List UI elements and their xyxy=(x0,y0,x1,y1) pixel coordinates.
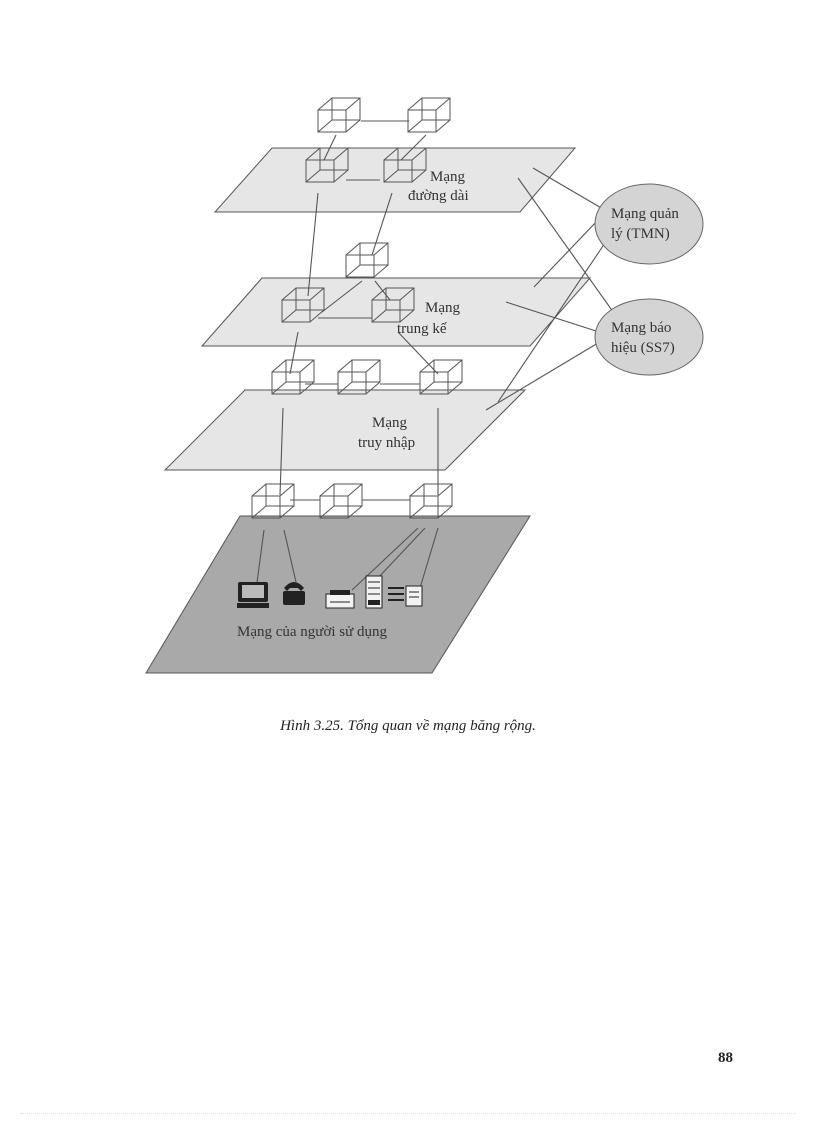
side-network-links xyxy=(485,167,617,411)
network-node xyxy=(383,147,427,183)
signaling-network-ellipse xyxy=(594,298,704,376)
signaling-label-line1: Mạng báo xyxy=(611,320,671,336)
network-nodes xyxy=(251,97,463,519)
network-node xyxy=(305,147,349,183)
trunk-label-line1: Mạng xyxy=(425,300,460,316)
broadband-network-diagram: Mạng đường dài Mạng trung kế Mạng truy n… xyxy=(145,97,704,674)
access-label-line1: Mạng xyxy=(372,415,407,431)
computer-icon xyxy=(237,582,269,608)
page-number: 88 xyxy=(718,1050,733,1066)
document-icon xyxy=(388,585,423,607)
management-network-ellipse xyxy=(594,183,704,265)
long-distance-label-line1: Mạng xyxy=(430,169,465,185)
signaling-label-line2: hiệu (SS7) xyxy=(611,340,675,356)
management-label-line2: lý (TMN) xyxy=(611,226,670,242)
network-node xyxy=(319,483,363,519)
management-label-line1: Mạng quản xyxy=(611,206,679,222)
trunk-label-line2: trung kế xyxy=(397,321,447,337)
trunk-network-plane xyxy=(200,277,592,347)
printer-icon xyxy=(325,590,355,609)
page-bottom-rule xyxy=(20,1113,796,1114)
network-node xyxy=(281,287,325,323)
network-node xyxy=(409,483,453,519)
network-node xyxy=(317,97,361,133)
network-node xyxy=(407,97,451,133)
server-icon xyxy=(365,575,383,609)
long-distance-network-plane xyxy=(213,147,577,213)
network-node xyxy=(271,359,315,395)
network-node xyxy=(345,242,389,278)
access-network-plane xyxy=(163,389,527,471)
user-network-label: Mạng của người sử dụng xyxy=(237,624,388,640)
figure-caption: Hình 3.25. Tổng quan về mạng băng rộng. xyxy=(280,718,536,734)
inter-layer-links xyxy=(255,120,439,591)
telephone-icon xyxy=(283,582,305,605)
network-node xyxy=(337,359,381,395)
network-node xyxy=(371,287,415,323)
network-node xyxy=(419,359,463,395)
network-node xyxy=(251,483,295,519)
access-label-line2: truy nhập xyxy=(358,435,415,451)
long-distance-label-line2: đường dài xyxy=(408,188,469,204)
